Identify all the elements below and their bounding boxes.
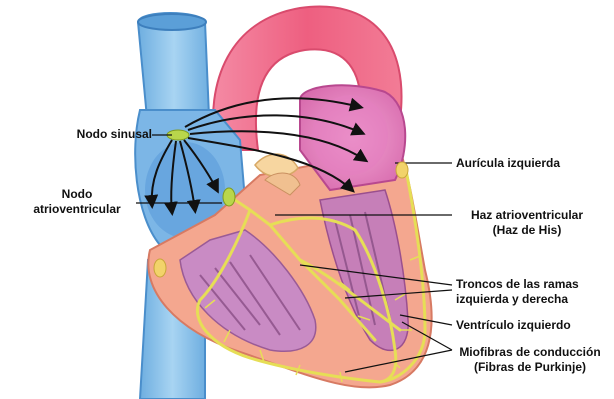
label-purkinje-line1: Miofibras de conducción	[452, 345, 608, 360]
label-left-ventricle-text: Ventrículo izquierdo	[456, 318, 571, 332]
label-av-node-line1: Nodo	[20, 187, 134, 202]
label-left-ventricle: Ventrículo izquierdo	[456, 318, 571, 333]
label-av-node-line2: atrioventricular	[20, 202, 134, 217]
label-purkinje-line2: (Fibras de Purkinje)	[452, 360, 608, 375]
label-bundle-branches: Troncos de las ramas izquierda y derecha	[456, 277, 579, 307]
label-branches-line1: Troncos de las ramas	[456, 277, 579, 292]
label-av-node: Nodo atrioventricular	[20, 187, 134, 217]
label-bundle-line2: (Haz de His)	[456, 223, 598, 238]
label-bundle-line1: Haz atrioventricular	[456, 208, 598, 223]
pulmonary-vein	[396, 162, 408, 178]
left-atrium-cavity	[312, 95, 388, 175]
av-node	[223, 188, 235, 206]
label-sa-node-text: Nodo sinusal	[77, 127, 152, 141]
label-sa-node: Nodo sinusal	[36, 127, 152, 142]
label-bundle-of-his: Haz atrioventricular (Haz de His)	[456, 208, 598, 238]
coronary-vessel	[154, 259, 166, 277]
label-branches-line2: izquierda y derecha	[456, 292, 579, 307]
label-purkinje: Miofibras de conducción (Fibras de Purki…	[452, 345, 608, 375]
label-left-atrium-text: Aurícula izquierda	[456, 156, 560, 170]
label-left-atrium: Aurícula izquierda	[456, 156, 560, 171]
vena-cava-opening	[138, 14, 206, 30]
